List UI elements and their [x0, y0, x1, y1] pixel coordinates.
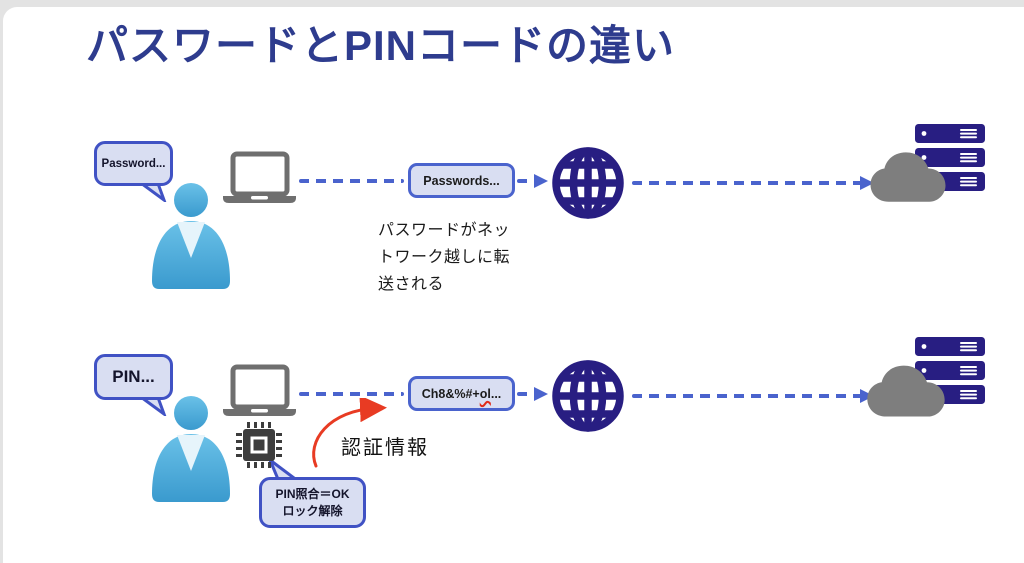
slide-title: パスワードとPINコードの違い [86, 22, 676, 69]
misspelled-text: ol [479, 386, 491, 401]
globe-icon [552, 360, 624, 432]
laptop-icon [223, 151, 296, 203]
chip-icon [236, 422, 282, 468]
chip-result-bubble: PIN照合＝OK ロック解除 [259, 477, 366, 528]
chip-result-text: PIN照合＝OK ロック解除 [275, 486, 350, 518]
arrowhead-to-cloud [860, 176, 874, 190]
dashed-line-globe-to-cloud [632, 181, 862, 185]
dashed-line-packet-to-globe [517, 179, 535, 183]
password-packet-text: Passwords... [423, 173, 500, 188]
auth-info-annotation: 認証情報 [341, 437, 429, 459]
pin-speech-text: PIN... [112, 367, 155, 386]
dashed-line-packet-to-globe [517, 392, 535, 396]
pin-speech-bubble: PIN... [94, 354, 173, 400]
globe-icon [552, 147, 624, 219]
cloud-icon [870, 152, 946, 202]
cloud-icon [867, 365, 945, 417]
password-speech-text: Password... [101, 157, 166, 170]
person-icon [152, 183, 230, 289]
person-icon [152, 396, 230, 502]
laptop-icon [223, 364, 296, 416]
dashed-line-laptop-to-packet [299, 179, 404, 183]
password-speech-bubble: Password... [94, 141, 173, 186]
dashed-line-laptop-to-packet [299, 392, 404, 396]
red-curved-arrow [312, 398, 387, 468]
dashed-line-globe-to-cloud [632, 394, 862, 398]
pin-packet-label: Ch8&%#+ol... [408, 376, 515, 411]
password-caption: パスワードがネッ トワーク越しに転 送される [378, 222, 511, 293]
pin-packet-text: Ch8&%#+ol... [421, 386, 502, 401]
arrowhead-to-globe [534, 387, 548, 401]
arrowhead-to-globe [534, 174, 548, 188]
password-packet-label: Passwords... [408, 163, 515, 198]
